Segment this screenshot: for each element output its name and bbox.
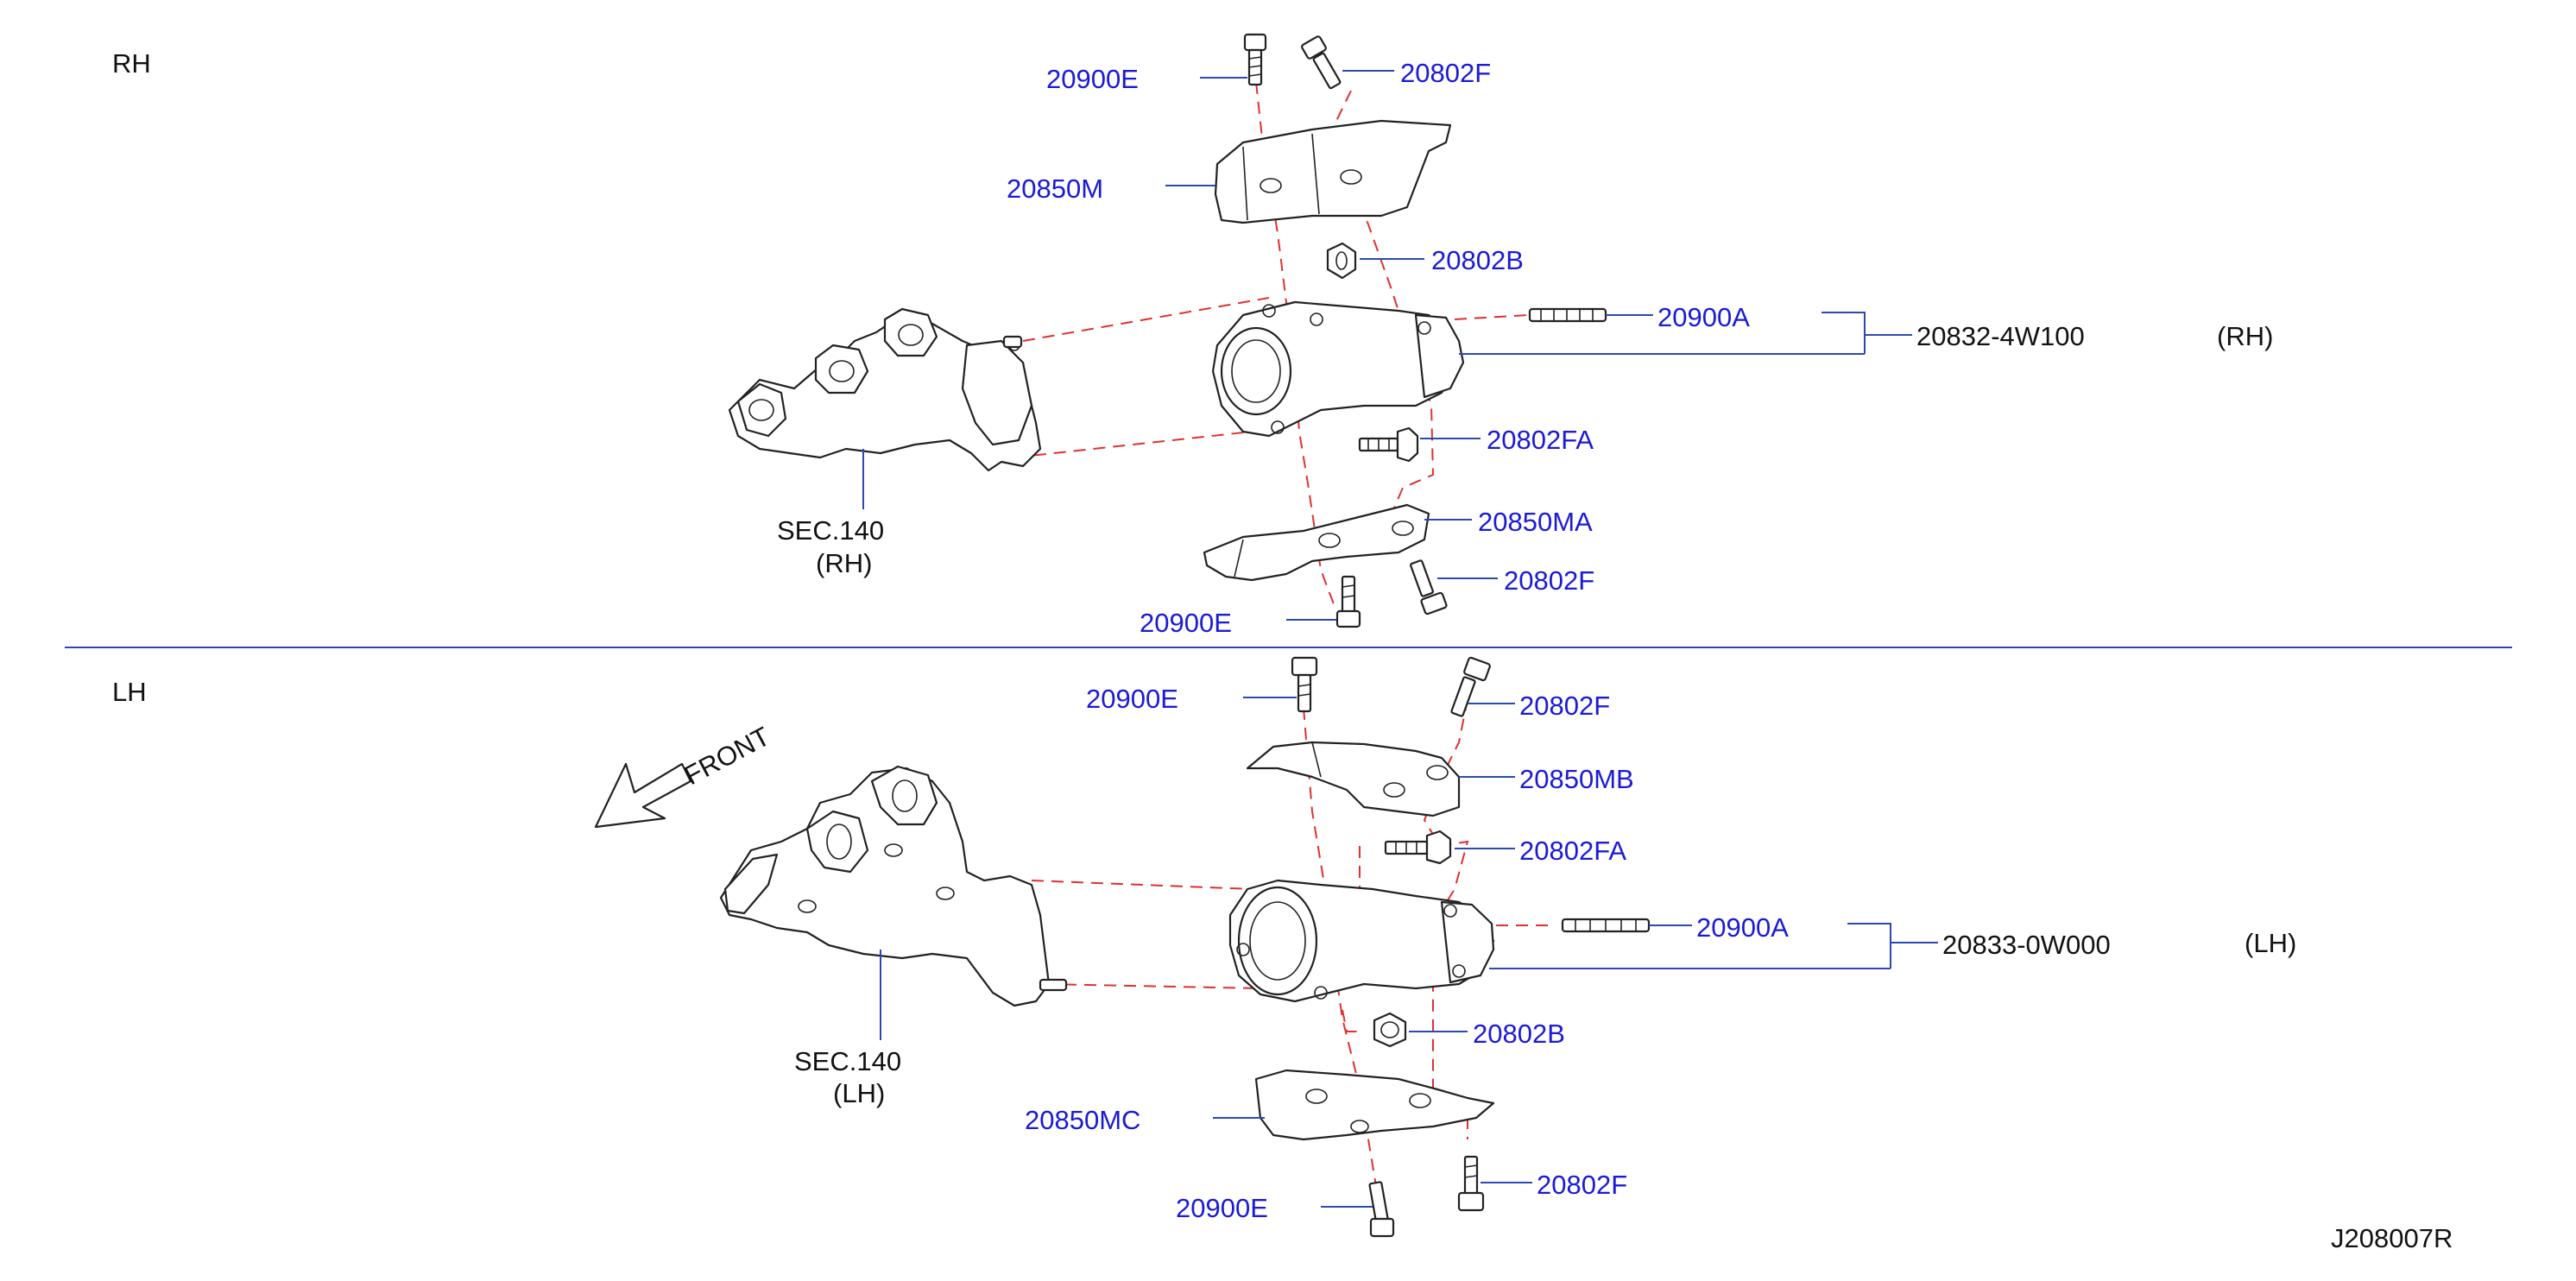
rh-part-20850M[interactable]: 20850M (1007, 174, 1103, 204)
rh-part-20802F-bottom[interactable]: 20802F (1504, 565, 1594, 596)
lh-catalytic-converter (1228, 879, 1495, 1003)
lh-part-20900A[interactable]: 20900A (1696, 912, 1789, 943)
rh-sec-side: (RH) (816, 548, 872, 578)
front-label: FRONT (679, 721, 775, 791)
lh-bolt-bottom-right (1457, 1155, 1485, 1212)
rh-part-20850MA[interactable]: 20850MA (1478, 507, 1593, 537)
lh-part-20850MC[interactable]: 20850MC (1025, 1105, 1140, 1135)
rh-bolt-bottom-right (1410, 559, 1448, 615)
front-arrow-icon (594, 762, 692, 829)
lh-part-20802FA[interactable]: 20802FA (1519, 836, 1626, 866)
lh-nut (1373, 1012, 1407, 1048)
lh-upper-heat-cover (1246, 741, 1461, 817)
rh-bolt-bottom-left (1335, 575, 1361, 628)
lh-part-20802F-bottom[interactable]: 20802F (1537, 1170, 1627, 1200)
lh-part-20802F-top[interactable]: 20802F (1519, 691, 1610, 721)
rh-nut (1326, 242, 1357, 280)
rh-section-label: RH (112, 48, 151, 79)
lh-bolt-top-right (1450, 656, 1491, 717)
lh-part-20900E-top[interactable]: 20900E (1086, 684, 1178, 714)
rh-part-20802B[interactable]: 20802B (1431, 245, 1524, 275)
lh-bracket (1847, 923, 1938, 969)
lh-exhaust-manifold (719, 765, 1068, 1007)
rh-bolt-top-left (1243, 33, 1267, 86)
rh-assembly-side: (RH) (2217, 321, 2273, 351)
rh-sec-ref[interactable]: SEC.140 (777, 515, 884, 546)
lh-bolt-mid (1384, 830, 1452, 865)
rh-part-20900A[interactable]: 20900A (1657, 302, 1750, 332)
rh-part-20900E-top[interactable]: 20900E (1046, 64, 1139, 94)
rh-assembly-number[interactable]: 20832-4W100 (1916, 321, 2085, 351)
lh-part-20850MB[interactable]: 20850MB (1519, 764, 1634, 794)
rh-stud (1528, 307, 1607, 323)
rh-bolt-top-right (1301, 35, 1342, 90)
rh-bracket (1822, 312, 1912, 354)
figure-code: J208007R (2331, 1223, 2453, 1253)
lh-stud (1561, 918, 1651, 933)
rh-lower-heat-cover (1203, 503, 1430, 582)
rh-bolt-mid (1358, 426, 1419, 463)
rh-part-20802F-top[interactable]: 20802F (1400, 58, 1491, 88)
lh-lower-heat-cover (1254, 1069, 1495, 1141)
lh-bolt-bottom-left (1368, 1181, 1395, 1238)
lh-part-20900E-bottom[interactable]: 20900E (1176, 1193, 1268, 1223)
rh-part-20900E-bottom[interactable]: 20900E (1140, 608, 1232, 638)
rh-catalytic-converter (1211, 300, 1465, 438)
rh-upper-heat-cover (1214, 119, 1452, 224)
lh-assembly-number[interactable]: 20833-0W000 (1942, 930, 2111, 960)
rh-part-20802FA[interactable]: 20802FA (1487, 425, 1594, 455)
lh-bolt-top-left (1291, 656, 1318, 713)
lh-assembly-side: (LH) (2245, 928, 2296, 958)
lh-sec-ref[interactable]: SEC.140 (794, 1046, 901, 1076)
rh-exhaust-manifold (728, 307, 1042, 472)
lh-sec-side: (LH) (833, 1078, 885, 1108)
lh-section-label: LH (112, 677, 147, 707)
lh-part-20802B[interactable]: 20802B (1473, 1019, 1565, 1049)
